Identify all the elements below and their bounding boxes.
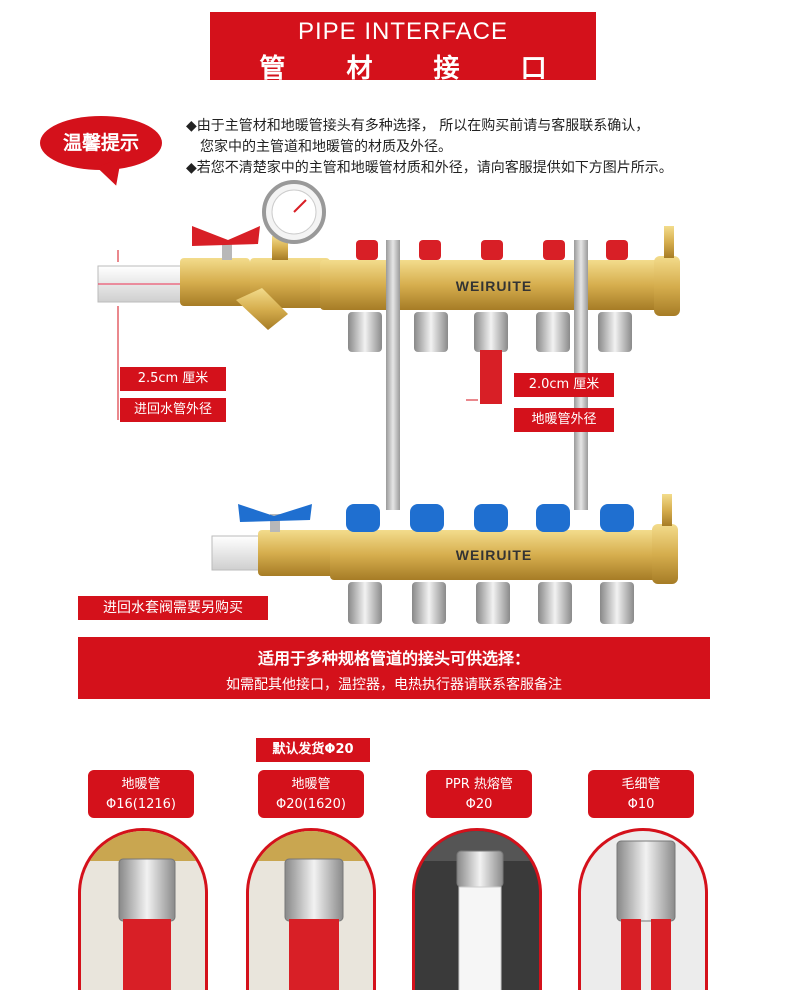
brand-bottom: WEIRUITE bbox=[456, 547, 532, 563]
tip-line-1: ◆由于主管材和地暖管接头有多种选择， 所以在购买前请与客服联系确认， bbox=[186, 118, 650, 134]
spec-size: Φ16(1216) bbox=[105, 797, 176, 812]
spec-item: 毛细管 Φ10 bbox=[588, 770, 694, 818]
fitting-photo-16 bbox=[78, 828, 208, 990]
fitting-photo-ppr bbox=[412, 828, 542, 990]
spec-name: 地暖管 bbox=[121, 777, 161, 792]
banner-title-en: PIPE INTERFACE bbox=[297, 18, 509, 45]
floor-pipe-label: 地暖管外径 bbox=[514, 408, 614, 432]
spec-item: 地暖管 Φ20(1620) bbox=[258, 770, 364, 818]
options-band: 适用于多种规格管道的接头可供选择： 如需配其他接口，温控器，电热执行器请联系客服… bbox=[78, 637, 710, 699]
fitting-photo-20 bbox=[246, 828, 376, 990]
main-pipe-label: 进回水管外径 bbox=[120, 398, 226, 422]
banner-title-cn: 管 材 接 口 bbox=[259, 54, 573, 84]
tip-badge: 温馨提示 bbox=[40, 116, 162, 170]
floor-pipe-size: 2.0cm 厘米 bbox=[514, 373, 614, 397]
spec-size: Φ20(1620) bbox=[275, 797, 346, 812]
main-pipe-size: 2.5cm 厘米 bbox=[120, 367, 226, 391]
spec-item: PPR 热熔管 Φ20 bbox=[426, 770, 532, 818]
upper-fittings bbox=[348, 312, 632, 352]
spec-name: PPR 热熔管 bbox=[445, 777, 513, 792]
spec-name: 地暖管 bbox=[291, 777, 331, 792]
spec-size: Φ20 bbox=[465, 797, 493, 812]
manifold-illustration: WEIRUITE WEIRUITE bbox=[97, 180, 680, 624]
default-ship-tag: 默认发货Φ20 bbox=[256, 738, 370, 762]
fitting-photo-capillary bbox=[578, 828, 708, 990]
options-sub: 如需配其他接口，温控器，电热执行器请联系客服备注 bbox=[226, 677, 562, 693]
spec-size: Φ10 bbox=[627, 797, 655, 812]
valve-note: 进回水套阀需要另购买 bbox=[78, 596, 268, 620]
spec-name: 毛细管 bbox=[621, 777, 661, 792]
tip-line-3: ◆若您不清楚家中的主管和地暖管材质和外径，请向客服提供如下方图片所示。 bbox=[186, 160, 673, 176]
spec-item: 地暖管 Φ16(1216) bbox=[88, 770, 194, 818]
section-banner: PIPE INTERFACE 管 材 接 口 bbox=[210, 12, 596, 84]
lower-fittings bbox=[348, 582, 634, 624]
blue-caps bbox=[346, 504, 634, 532]
red-caps bbox=[356, 240, 628, 260]
tip-line-2: 您家中的主管道和地暖管的材质及外径。 bbox=[200, 139, 452, 155]
options-heading: 适用于多种规格管道的接头可供选择： bbox=[257, 649, 530, 668]
brand-top: WEIRUITE bbox=[456, 278, 532, 294]
tip-notes: ◆由于主管材和地暖管接头有多种选择， 所以在购买前请与客服联系确认， 您家中的主… bbox=[186, 116, 766, 179]
